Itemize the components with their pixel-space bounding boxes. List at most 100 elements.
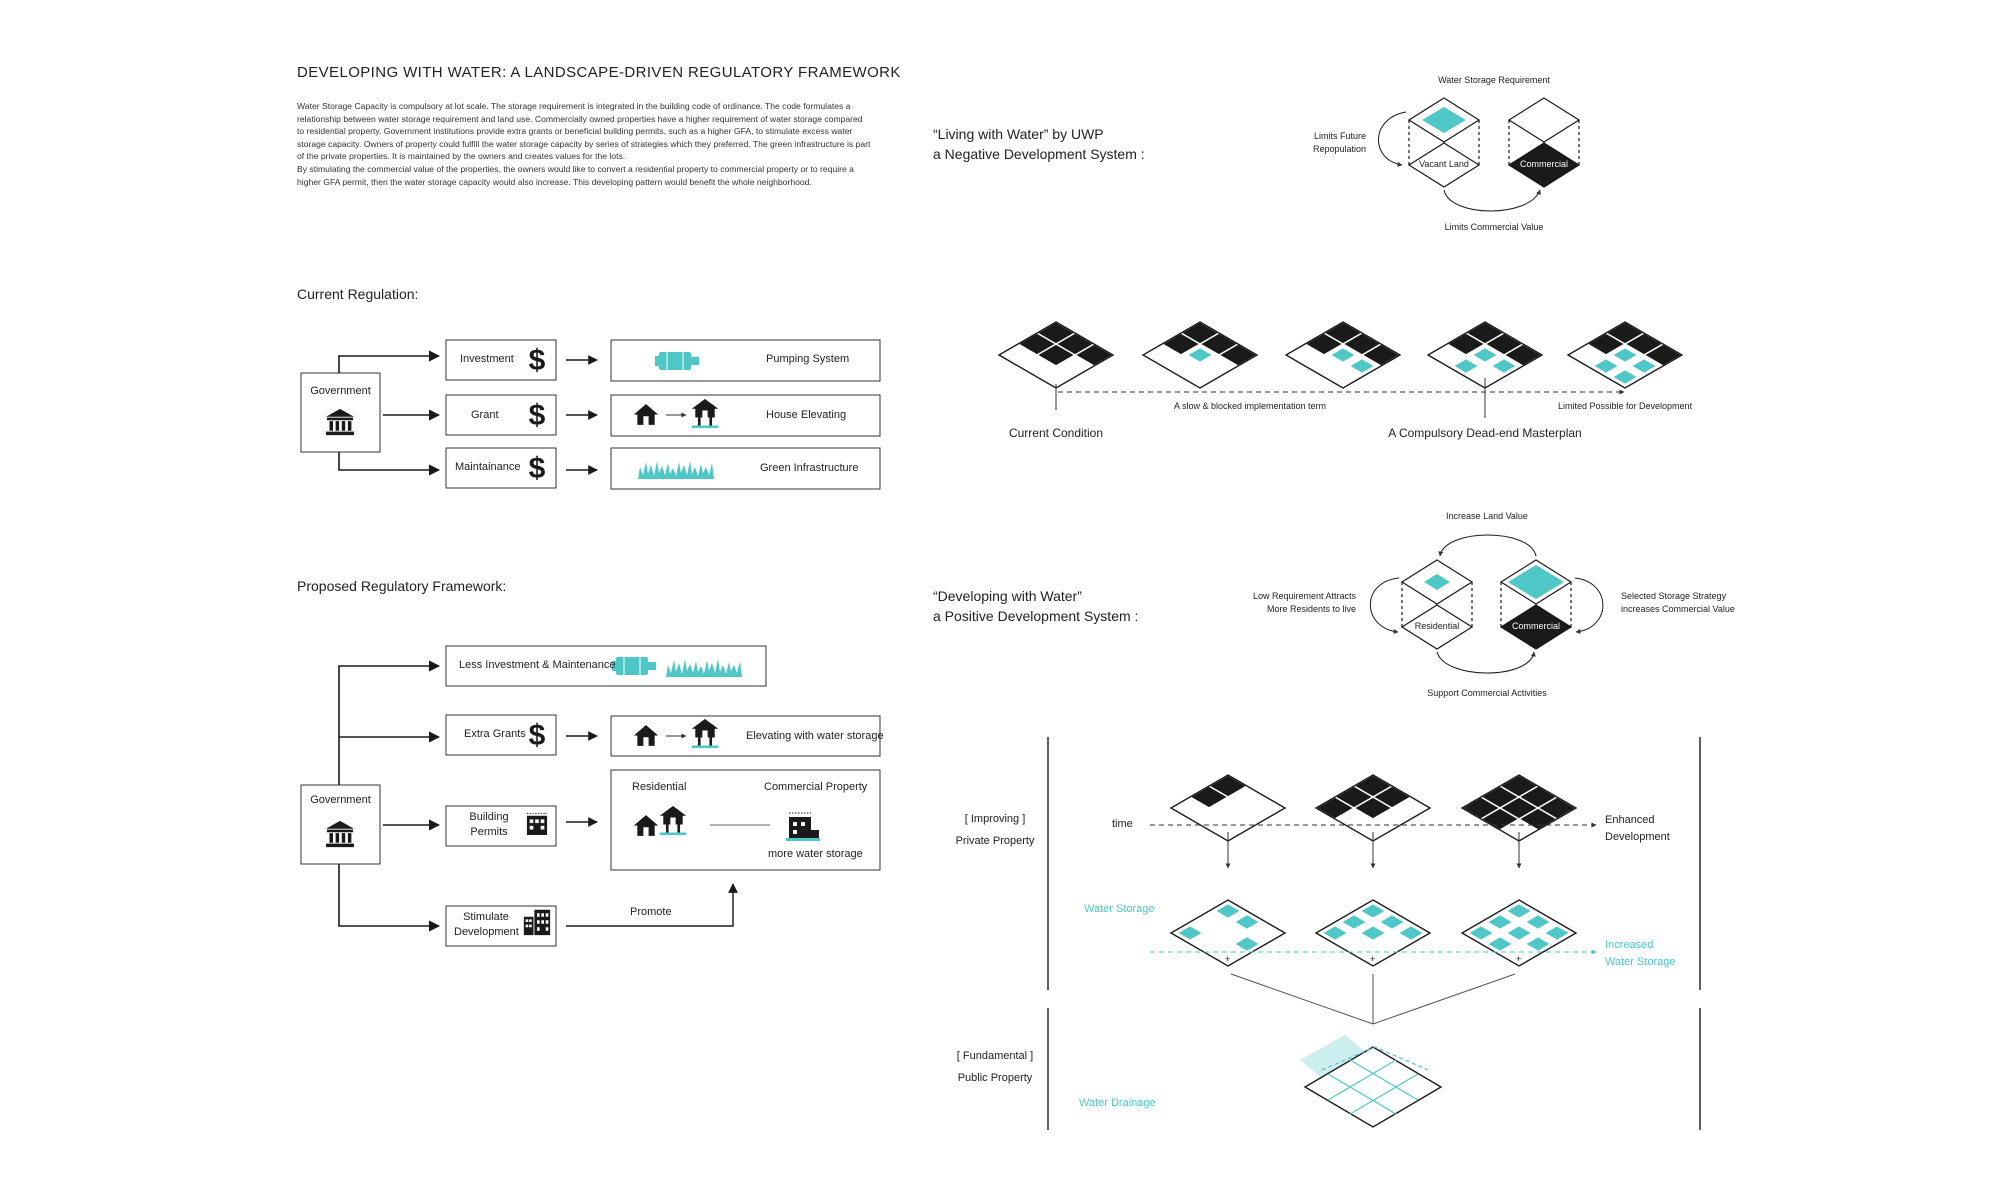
water-cell <box>1331 348 1355 362</box>
selected-line2: increases Commercial Value <box>1621 604 1735 614</box>
public-drainage-grid <box>1300 1035 1443 1128</box>
selected-line1: Selected Storage Strategy <box>1621 591 1727 601</box>
pos-grid-3 <box>1460 774 1578 842</box>
proposed-government-box <box>300 784 381 865</box>
stimulate-line2: Development <box>454 926 519 938</box>
water-cell <box>1188 348 1212 362</box>
residential-commercial-box <box>610 769 881 871</box>
negative-title-line1: “Living with Water” by UWP <box>933 126 1104 142</box>
less-investment-label: Less Investment & Maintenance <box>459 659 616 671</box>
slow-term-label: A slow & blocked implementation term <box>1173 401 1327 411</box>
fundamental-line1: [ Fundamental ] <box>956 1050 1034 1062</box>
time-label: time <box>1112 818 1133 830</box>
current-condition-label: Current Condition <box>1008 426 1104 440</box>
building-permits-label: Building Permits <box>461 810 517 840</box>
house-elevated-icon <box>691 399 719 429</box>
commercial-node-label: Commercial <box>1511 621 1560 631</box>
built-cell <box>1363 344 1399 366</box>
built-cell <box>1336 786 1372 808</box>
water-cell <box>1507 904 1531 918</box>
dollar-icon <box>528 452 546 484</box>
fundamental-line2: Public Property <box>957 1072 1033 1084</box>
building-permits-line2: Permits <box>470 826 508 838</box>
built-cell <box>1505 344 1541 366</box>
negative-title: “Living with Water” by UWP a Negative De… <box>933 124 1145 164</box>
water-req-label: Water Storage Requirement <box>1438 75 1550 85</box>
pos-grid-2 <box>1314 774 1432 842</box>
improving-line2: Private Property <box>955 835 1035 847</box>
built-cell <box>1325 322 1361 344</box>
dollar-icon <box>528 399 546 431</box>
water-cell <box>1613 348 1637 362</box>
limits-future-label: Limits Future Repopulation <box>1300 130 1366 156</box>
proposed-heading: Proposed Regulatory Framework: <box>297 578 507 594</box>
improving-line1: [ Improving ] <box>964 813 1026 825</box>
built-cell <box>1520 786 1556 808</box>
intro-paragraph-2: By stimulating the commercial value of t… <box>297 163 854 187</box>
water-storage-label: Water Storage <box>1084 903 1155 915</box>
pos-grid-1 <box>1169 774 1287 842</box>
proposed-framework-diagram <box>300 645 881 947</box>
investment-box <box>445 339 557 381</box>
selected-strategy-label: Selected Storage Strategy increases Comm… <box>1621 590 1735 616</box>
negative-timeline <box>1055 378 1625 418</box>
intro-paragraph-1: Water Storage Capacity is compulsory at … <box>297 101 871 162</box>
water-cell <box>1488 937 1512 951</box>
current-government-box <box>300 372 381 453</box>
increased-storage-label: Increased Water Storage <box>1605 937 1676 971</box>
water-cell <box>1323 926 1347 940</box>
built-cell <box>1191 786 1227 808</box>
neg-grid-2 <box>1141 321 1259 389</box>
positive-title-line1: “Developing with Water” <box>933 588 1082 604</box>
commercial-label: Commercial <box>1519 159 1568 169</box>
extra-grants-label: Extra Grants <box>464 728 526 740</box>
water-cell <box>1350 359 1374 373</box>
built-cell <box>1501 775 1537 797</box>
dollar-icon <box>528 719 546 751</box>
water-cell <box>1399 926 1423 940</box>
water-cell <box>1361 904 1385 918</box>
positive-private-grids <box>1169 774 1578 842</box>
enhanced-label: Enhanced Development <box>1605 812 1670 846</box>
plus-sign-2: + <box>1370 954 1376 964</box>
built-cell <box>1501 797 1537 819</box>
built-cell <box>1607 322 1643 344</box>
water-drainage-label: Water Drainage <box>1079 1097 1156 1109</box>
extra-grants-box <box>445 714 557 756</box>
house-icon <box>633 815 659 836</box>
water-cell <box>1216 904 1240 918</box>
built-cell <box>1076 344 1112 366</box>
green-infra-box <box>610 447 881 490</box>
pumping-box <box>610 339 881 382</box>
water-cell <box>1178 926 1202 940</box>
low-req-line1: Low Requirement Attracts <box>1252 591 1356 601</box>
stimulate-box <box>445 905 557 947</box>
neg-grid-5 <box>1566 321 1684 389</box>
built-cell <box>1306 333 1342 355</box>
built-cell <box>1344 333 1380 355</box>
positive-title: “Developing with Water” a Positive Devel… <box>933 586 1138 626</box>
residential-node-label: Residential <box>1414 621 1460 631</box>
enhanced-line1: Enhanced <box>1605 814 1655 826</box>
water-cell <box>1235 915 1259 929</box>
built-cell <box>1520 808 1556 830</box>
dollar-icon <box>528 344 546 376</box>
vacant-land-label: Vacant Land <box>1419 159 1469 169</box>
built-cell <box>1201 333 1237 355</box>
commercial-building-icon <box>786 812 820 841</box>
built-cell <box>1038 322 1074 344</box>
plus-sign-3: + <box>1516 954 1522 964</box>
water-cell <box>1469 926 1493 940</box>
water-cell <box>1380 915 1404 929</box>
water-cell <box>1526 915 1550 929</box>
built-cell <box>1482 786 1518 808</box>
bank-icon <box>326 820 354 848</box>
elevating-label: House Elevating <box>766 409 847 421</box>
positive-system-diagram <box>1369 534 1604 674</box>
limited-label: Limited Possible for Development <box>1558 401 1693 411</box>
house-icon <box>633 725 659 746</box>
water-cell <box>1545 926 1569 940</box>
positive-title-line2: a Positive Development System : <box>933 608 1139 624</box>
water-storage-grids <box>1169 899 1578 967</box>
enhanced-line2: Development <box>1605 831 1670 843</box>
